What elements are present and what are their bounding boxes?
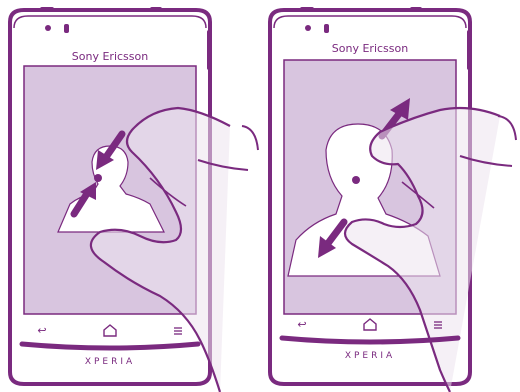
back-icon: ↩ <box>37 325 46 337</box>
brand-label: Sony Ericsson <box>332 42 408 55</box>
side-button <box>467 30 472 70</box>
touch-point <box>94 174 102 182</box>
phone-left: Sony Ericsson ↩ <box>10 7 258 392</box>
camera-icon <box>305 25 311 31</box>
model-label: XPERIA <box>85 357 135 367</box>
top-button <box>300 7 314 11</box>
phone-right: Sony Ericsson ↩ <box>270 7 516 392</box>
top-button <box>40 7 54 11</box>
model-label: XPERIA <box>345 351 395 361</box>
side-button <box>207 30 212 70</box>
touch-point <box>352 176 360 184</box>
camera-icon <box>45 25 51 31</box>
brand-label: Sony Ericsson <box>72 50 148 63</box>
back-icon: ↩ <box>297 319 306 331</box>
